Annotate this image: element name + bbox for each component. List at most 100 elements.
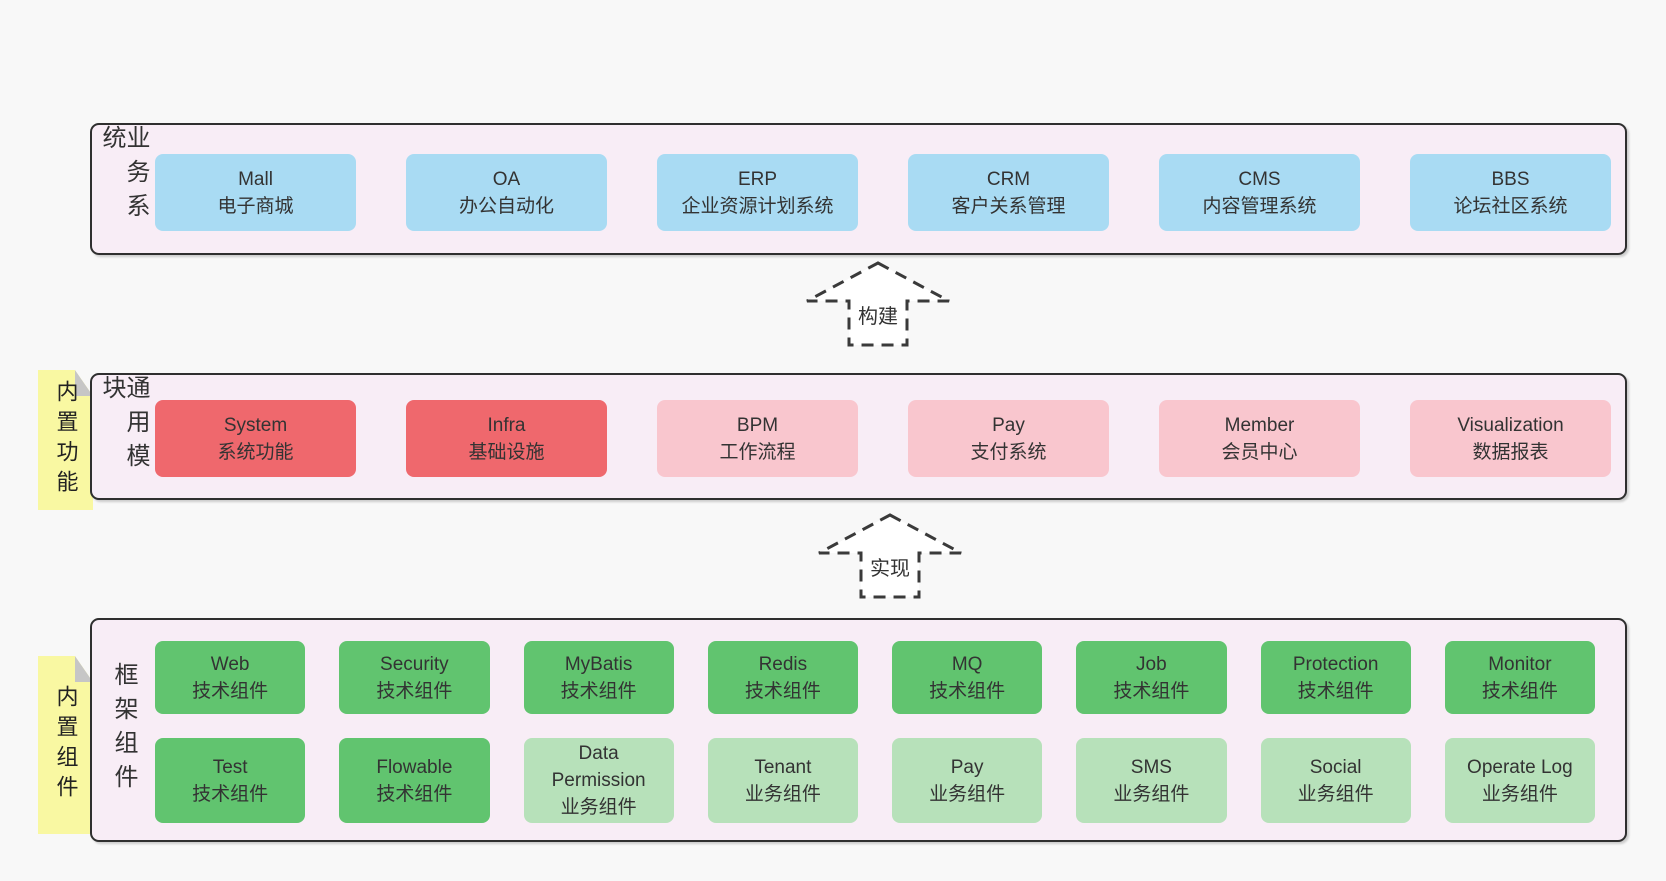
sticky-label: 内置组件 — [38, 656, 93, 834]
module-desc: 技术组件 — [376, 680, 453, 702]
module-box-pay: Pay 业务组件 — [892, 738, 1043, 823]
module-desc: 业务组件 — [560, 797, 637, 818]
module-box-social: Social 业务组件 — [1260, 738, 1411, 823]
module-desc: 工作流程 — [719, 441, 796, 463]
dashed-up-arrow-icon — [818, 513, 962, 599]
module-desc: 基础设施 — [468, 441, 545, 463]
module-box-bbs: BBS 论坛社区系统 — [1410, 154, 1611, 231]
sticky-note-builtin-components: 内置组件 — [38, 656, 93, 834]
module-box-cms: CMS 内容管理系统 — [1159, 154, 1360, 231]
module-desc: 电子商城 — [217, 195, 294, 217]
module-desc: 业务组件 — [1297, 783, 1374, 805]
module-desc: 客户关系管理 — [951, 195, 1066, 217]
module-name: Visualization — [1457, 414, 1564, 436]
sticky-note-builtin-features: 内置功能 — [38, 370, 93, 510]
module-box-data-permission: Data Permission 业务组件 — [523, 738, 674, 823]
module-desc: 支付系统 — [970, 441, 1047, 463]
module-name: MQ — [951, 653, 983, 675]
module-box-monitor: Monitor 技术组件 — [1444, 641, 1595, 714]
module-name: BPM — [736, 414, 779, 436]
module-name: Flowable — [376, 756, 453, 778]
module-box-job: Job 技术组件 — [1076, 641, 1227, 714]
module-desc: 技术组件 — [560, 680, 637, 702]
module-desc: 技术组件 — [1481, 680, 1558, 702]
module-desc: 业务组件 — [744, 783, 821, 805]
arrow-label: 实现 — [870, 558, 910, 580]
module-desc: 业务组件 — [929, 783, 1006, 805]
module-desc: 企业资源计划系统 — [681, 195, 834, 217]
module-desc: 内容管理系统 — [1202, 195, 1317, 217]
module-box-infra: Infra 基础设施 — [406, 400, 607, 477]
module-box-tenant: Tenant 业务组件 — [707, 738, 858, 823]
module-desc: 数据报表 — [1472, 441, 1549, 463]
module-name: Member — [1224, 414, 1295, 436]
module-box-mq: MQ 技术组件 — [892, 641, 1043, 714]
module-desc: 办公自动化 — [458, 195, 554, 217]
module-desc: 技术组件 — [1113, 680, 1190, 702]
module-name: System — [223, 414, 288, 436]
module-desc: 技术组件 — [376, 783, 453, 805]
layer-title-text: 通用模块 — [98, 375, 149, 477]
module-name: Infra — [487, 414, 526, 436]
layer-title-text: 框架组件 — [110, 662, 137, 798]
sticky-label-text: 内置功能 — [53, 380, 79, 500]
module-name: Monitor — [1488, 653, 1552, 675]
module-desc: 论坛社区系统 — [1453, 195, 1568, 217]
module-name: Protection — [1292, 653, 1379, 675]
module-name: Data Permission — [551, 743, 646, 791]
module-desc: 技术组件 — [192, 680, 269, 702]
module-name: Pay — [992, 414, 1025, 436]
module-name: ERP — [737, 168, 778, 190]
module-name: CRM — [986, 168, 1031, 190]
module-name: Job — [1136, 653, 1167, 675]
dashed-up-arrow-icon — [806, 261, 950, 347]
module-box-visualization: Visualization 数据报表 — [1410, 400, 1611, 477]
module-name: CMS — [1238, 168, 1281, 190]
layer-title-text: 业务系统 — [98, 125, 149, 227]
layer-title: 框架组件 — [92, 620, 154, 840]
build-arrow: 构建 — [803, 260, 953, 348]
implement-arrow: 实现 — [815, 512, 965, 600]
module-name: Tenant — [754, 756, 812, 778]
module-name: Pay — [950, 756, 984, 778]
module-box-erp: ERP 企业资源计划系统 — [657, 154, 858, 231]
module-box-flowable: Flowable 技术组件 — [339, 738, 490, 823]
sticky-label-text: 内置组件 — [53, 685, 79, 805]
module-name: Redis — [758, 653, 808, 675]
module-name: Security — [380, 653, 449, 675]
module-box-security: Security 技术组件 — [339, 641, 490, 714]
module-name: Test — [212, 756, 248, 778]
module-name: Social — [1309, 756, 1362, 778]
module-name: SMS — [1130, 756, 1172, 778]
module-box-pay: Pay 支付系统 — [908, 400, 1109, 477]
module-box-mybatis: MyBatis 技术组件 — [523, 641, 674, 714]
module-box-crm: CRM 客户关系管理 — [908, 154, 1109, 231]
module-desc: 技术组件 — [929, 680, 1006, 702]
module-name: Operate Log — [1467, 756, 1573, 778]
module-name: BBS — [1491, 168, 1530, 190]
layer-title: 通用模块 — [92, 375, 154, 498]
module-desc: 技术组件 — [744, 680, 821, 702]
module-name: MyBatis — [564, 653, 633, 675]
module-box-redis: Redis 技术组件 — [707, 641, 858, 714]
arrow-label: 构建 — [858, 306, 898, 328]
